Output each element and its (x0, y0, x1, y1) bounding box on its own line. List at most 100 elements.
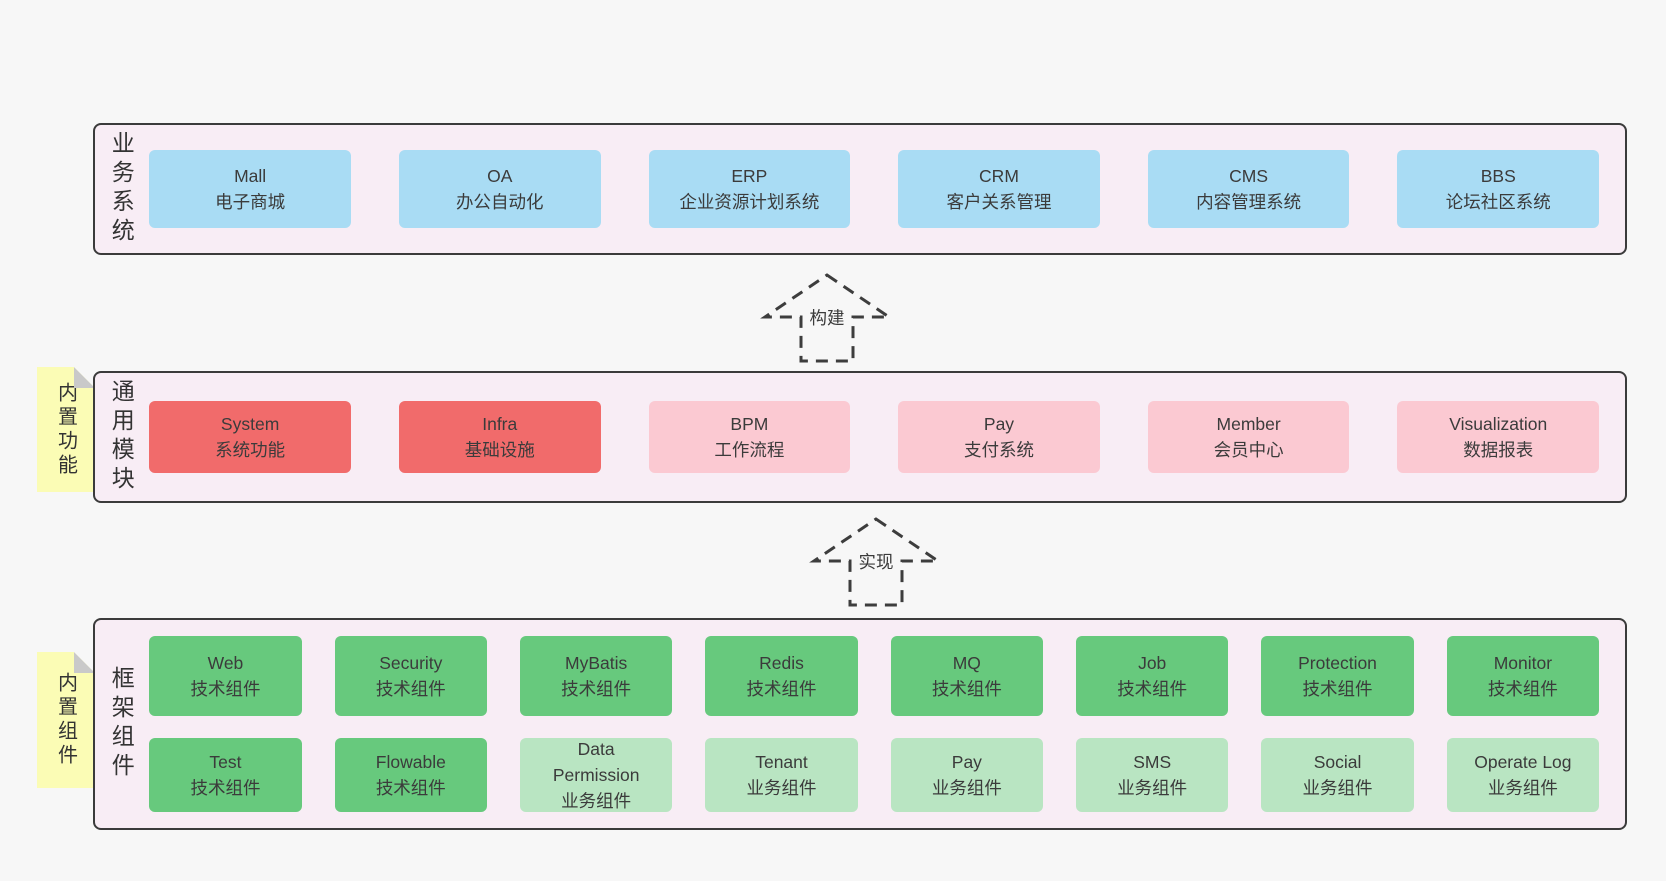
component-box: Monitor 技术组件 (1446, 636, 1600, 716)
framework-components-boxes: Web 技术组件 Security 技术组件 MyBatis 技术组件 Redi… (133, 636, 1625, 812)
component-name: MyBatis (565, 652, 628, 673)
implement-arrow: 实现 (806, 516, 946, 608)
component-desc: 技术组件 (931, 679, 1002, 699)
component-desc: 技术组件 (190, 778, 261, 798)
builtin-features-note: 内置功能 (37, 367, 95, 492)
component-name: BPM (730, 413, 769, 434)
component-name: Infra (482, 413, 518, 434)
component-box: BPM 工作流程 (648, 401, 851, 473)
component-desc: 业务组件 (931, 778, 1002, 798)
implement-arrow-shape (809, 517, 943, 607)
component-box: OA 办公自动化 (398, 150, 601, 228)
component-desc: 工作流程 (714, 440, 785, 460)
component-box: Tenant 业务组件 (705, 738, 858, 812)
builtin-features-note-label: 内置功能 (54, 381, 77, 478)
component-name: Monitor (1493, 652, 1553, 673)
component-name: System (220, 413, 280, 434)
component-box: Social 业务组件 (1261, 738, 1414, 812)
business-systems-boxes: Mall 电子商城 OA 办公自动化 ERP 企业资源计划系统 CRM 客户关系… (133, 150, 1625, 228)
component-name: Redis (759, 652, 804, 673)
framework-components-layer: 框架组件 Web 技术组件 Security 技术组件 MyBatis 技术组件… (93, 618, 1627, 830)
component-box: Pay 业务组件 (890, 738, 1044, 812)
build-arrow: 构建 (757, 272, 897, 364)
component-name: Security (379, 652, 443, 673)
component-name: Member (1216, 413, 1281, 434)
component-name: Flowable (375, 751, 446, 772)
component-name: MQ (952, 652, 981, 673)
component-name: ERP (731, 165, 768, 186)
component-name: Data Permission (552, 738, 640, 785)
common-modules-label: 通用模块 (108, 379, 135, 495)
build-arrow-label: 构建 (807, 305, 847, 330)
component-box: Operate Log 业务组件 (1446, 738, 1600, 812)
business-systems-label: 业务系统 (108, 131, 135, 247)
component-desc: 技术组件 (746, 679, 817, 699)
framework-components-label: 框架组件 (108, 666, 135, 782)
component-box: Web 技术组件 (149, 636, 302, 716)
builtin-components-note: 内置组件 (37, 652, 95, 788)
component-row: System 系统功能 Infra 基础设施 BPM 工作流程 Pay 支付系统… (149, 401, 1600, 473)
component-desc: 技术组件 (1117, 679, 1188, 699)
component-desc: 内容管理系统 (1196, 192, 1302, 212)
component-desc: 系统功能 (215, 440, 286, 460)
component-desc: 业务组件 (1117, 778, 1188, 798)
component-name: Web (207, 652, 244, 673)
component-box: Infra 基础设施 (398, 401, 601, 473)
component-name: Protection (1298, 652, 1377, 673)
component-desc: 技术组件 (190, 679, 261, 699)
component-desc: 基础设施 (464, 440, 535, 460)
component-name: Test (209, 751, 242, 772)
component-name: Pay (951, 751, 982, 772)
component-box: System 系统功能 (149, 401, 351, 473)
component-desc: 技术组件 (375, 778, 446, 798)
component-box: Redis 技术组件 (705, 636, 858, 716)
component-name: SMS (1133, 751, 1172, 772)
component-row: Mall 电子商城 OA 办公自动化 ERP 企业资源计划系统 CRM 客户关系… (149, 150, 1600, 228)
component-box: ERP 企业资源计划系统 (648, 150, 851, 228)
component-desc: 业务组件 (561, 791, 632, 812)
common-modules-boxes: System 系统功能 Infra 基础设施 BPM 工作流程 Pay 支付系统… (133, 401, 1625, 473)
component-box: CMS 内容管理系统 (1147, 150, 1350, 228)
component-desc: 企业资源计划系统 (679, 192, 820, 212)
implement-arrow-label: 实现 (856, 549, 896, 574)
builtin-components-note-label: 内置组件 (54, 672, 77, 768)
component-box: CRM 客户关系管理 (898, 150, 1100, 228)
component-desc: 论坛社区系统 (1445, 192, 1551, 212)
component-box: Security 技术组件 (334, 636, 487, 716)
component-box: Flowable 技术组件 (334, 738, 487, 812)
component-name: BBS (1480, 165, 1516, 186)
component-box: SMS 业务组件 (1076, 738, 1229, 812)
component-desc: 技术组件 (375, 679, 446, 699)
component-name: Operate Log (1474, 751, 1572, 772)
component-name: Tenant (755, 751, 808, 772)
folded-corner-icon (74, 367, 95, 388)
component-row: Test 技术组件 Flowable 技术组件 Data Permission … (149, 738, 1600, 812)
component-name: Mall (234, 165, 267, 186)
component-name: Visualization (1449, 413, 1548, 434)
component-row: Web 技术组件 Security 技术组件 MyBatis 技术组件 Redi… (149, 636, 1600, 716)
component-name: Job (1138, 652, 1167, 673)
component-desc: 技术组件 (1302, 679, 1373, 699)
folded-corner-icon (74, 652, 95, 673)
component-name: OA (487, 165, 513, 186)
component-desc: 客户关系管理 (946, 192, 1052, 212)
component-desc: 技术组件 (561, 679, 632, 699)
component-box: Data Permission 业务组件 (519, 738, 673, 812)
component-desc: 业务组件 (1302, 778, 1373, 798)
component-desc: 支付系统 (963, 440, 1034, 460)
component-box: MyBatis 技术组件 (519, 636, 673, 716)
component-name: Social (1313, 751, 1362, 772)
component-name: Pay (983, 413, 1015, 434)
component-desc: 办公自动化 (455, 192, 544, 212)
component-box: Member 会员中心 (1147, 401, 1350, 473)
component-box: Pay 支付系统 (898, 401, 1100, 473)
component-desc: 电子商城 (215, 192, 286, 212)
component-box: BBS 论坛社区系统 (1397, 150, 1600, 228)
component-name: CMS (1229, 165, 1269, 186)
component-desc: 业务组件 (746, 778, 817, 798)
component-desc: 业务组件 (1487, 778, 1558, 798)
component-box: MQ 技术组件 (890, 636, 1044, 716)
component-box: Protection 技术组件 (1261, 636, 1414, 716)
component-desc: 会员中心 (1213, 440, 1284, 460)
